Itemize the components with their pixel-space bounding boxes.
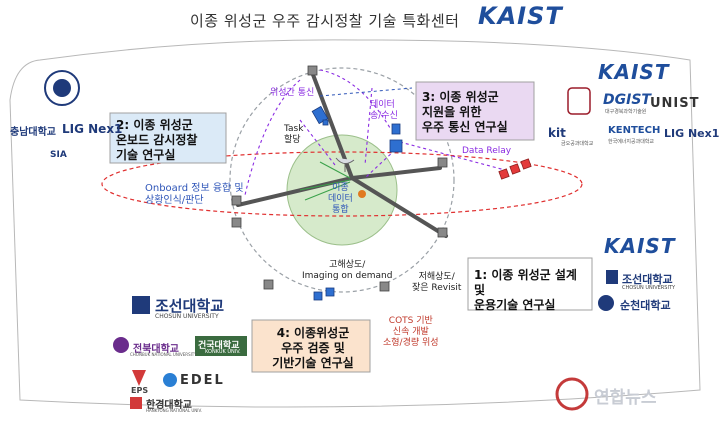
hankyong-sub: HANKYONG NATIONAL UNIV.: [146, 408, 202, 413]
kentech-sub: 한국에너지공과대학교: [608, 139, 655, 145]
chosun-logo-right: 조선대학교: [622, 273, 673, 286]
box1-frame: [467, 257, 593, 311]
chosun-emblem-right: [598, 295, 614, 311]
data-relay-label: Data Relay: [462, 146, 512, 156]
data-tx-label: 데이터 송/수신: [370, 100, 398, 121]
box3-frame: [415, 81, 535, 141]
hankyong-mark: [130, 397, 142, 409]
jeonbuk-emblem-icon: [113, 337, 129, 353]
ku-logo: 건국대학교: [198, 341, 240, 351]
fusion-label: 이종 데이터 통합: [328, 183, 353, 215]
chosun-logo-bottom: 조선대학교: [155, 297, 225, 315]
lignex1-logo-right: LIG Nex1: [664, 127, 719, 140]
box4-text: 4: 이종위성군 우주 검증 및 기반기술 연구실: [272, 326, 354, 370]
snu-emblem-core: [53, 79, 71, 97]
revisit-label: 저해상도/ 잦은 Revisit: [412, 272, 462, 293]
onboard-label: Onboard 정보 융합 및 상황인식/판단: [145, 183, 244, 206]
box4-frame: [251, 319, 371, 373]
fusion-burst: [358, 190, 366, 198]
kit-logo: kit: [548, 126, 566, 140]
imaging-label: 고해상도/ Imaging on demand: [302, 260, 393, 281]
page-title: 이종 위성군 우주 감시정찰 기술 특화센터: [190, 12, 460, 30]
comm-lines: [244, 69, 506, 196]
kit-sub: 금오공과대학교: [561, 141, 594, 147]
kaist-logo-right-mid: KAIST: [604, 234, 676, 258]
eps-mark: [132, 370, 146, 386]
korea-univ-emblem-icon: [567, 87, 591, 115]
kaist-title-logo: KAIST: [478, 2, 563, 30]
blue-link: [319, 87, 413, 97]
outer-orbit-circle: [229, 67, 455, 293]
chosun-sub-bottom: CHOSUN UNIVERSITY: [155, 313, 219, 320]
cots-label: COTS 기반 신속 개발 소형/경량 위성: [383, 316, 439, 348]
ku-sub: KONKUK UNIV.: [205, 349, 241, 355]
box1-text: 1: 이종 위성군 설계 및 운용기술 연구실: [474, 268, 577, 312]
kaist-logo-right-top: KAIST: [598, 60, 670, 84]
jeonbuk-sub: CHONBUK NATIONAL UNIVERSITY: [130, 352, 197, 357]
suncheon-logo: 순천대학교: [620, 299, 671, 312]
kentech-logo: KENTECH: [608, 125, 661, 136]
inter-sat-label: 위성간 통신: [270, 88, 315, 98]
ku-logo-box: [195, 336, 247, 356]
watermark-emblem: [555, 377, 589, 411]
dgist-sub: 대구경북과학기술원: [605, 109, 647, 115]
red-satellite: [498, 158, 532, 180]
watermark-text: 연합뉴스: [594, 388, 657, 408]
blue-satellites: [311, 105, 403, 301]
edel-mark: [163, 373, 177, 387]
satellite-nodes: [231, 65, 448, 292]
box2-frame: [109, 112, 227, 164]
box3-text: 3: 이종 위성군 지원을 위한 우주 통신 연구실: [422, 90, 508, 134]
eps-logo: EPS: [131, 386, 149, 395]
chungnam-logo: 충남대학교: [10, 127, 56, 138]
dgist-logo: DGIST: [603, 92, 651, 108]
chosun-mark-bottom: [132, 296, 150, 314]
chosun-mark-right: [606, 270, 618, 284]
unist-logo: UNIST: [650, 96, 700, 111]
box2-text: 2: 이종 위성군 온보드 감시정찰 기술 연구실: [116, 118, 198, 162]
dish-icon: [335, 157, 355, 172]
fusion-circle: [286, 134, 398, 246]
lignex1-logo-left: LIG Nex1: [62, 122, 123, 136]
outer-boundary: [9, 39, 701, 408]
task-label: Task 할당: [284, 124, 304, 145]
jeonbuk-logo: 전북대학교: [133, 344, 179, 355]
hankyong-logo: 한경대학교: [146, 400, 192, 411]
sia-logo: SIA: [50, 150, 67, 160]
fusion-arrows: [299, 161, 351, 201]
edel-logo: EDEL: [180, 373, 225, 388]
chosun-sub-right: CHOSUN UNIVERSITY: [622, 285, 676, 291]
